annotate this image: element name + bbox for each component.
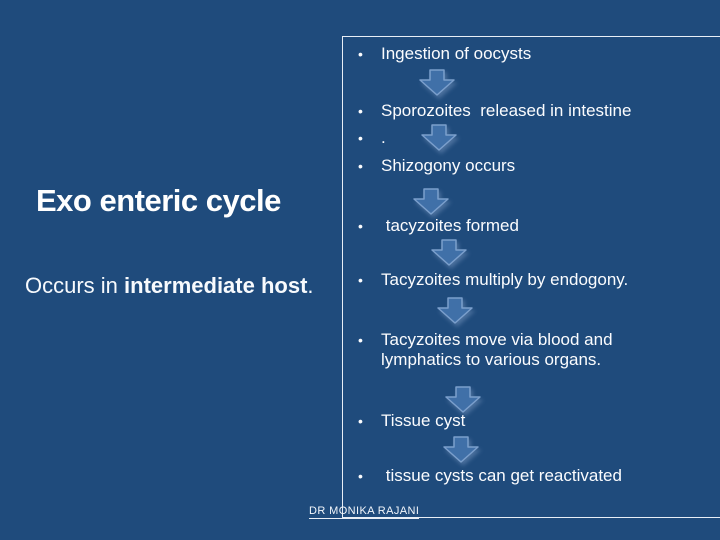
bullet-marker: • xyxy=(358,413,363,429)
down-arrow-icon xyxy=(413,188,449,215)
bullet-marker: • xyxy=(358,468,363,484)
bullet-text: Tacyzoites move via blood and lymphatics… xyxy=(381,330,613,369)
bullet-marker: • xyxy=(358,130,363,146)
bullet-text: Tissue cyst xyxy=(381,411,466,430)
down-arrow-icon xyxy=(421,124,457,151)
bullet-item: • Tissue cyst xyxy=(343,411,720,431)
content-panel: • Ingestion of oocysts • Sporozoites rel… xyxy=(342,36,720,518)
bullet-marker: • xyxy=(358,103,363,119)
bullet-item: • tissue cysts can get reactivated xyxy=(343,466,720,486)
bullet-item: • tacyzoites formed xyxy=(343,216,720,236)
bullet-item: • Shizogony occurs xyxy=(343,156,720,176)
bullet-marker: • xyxy=(358,158,363,174)
bullet-item: • Tacyzoites multiply by endogony. xyxy=(343,270,720,290)
bullet-text: Tacyzoites multiply by endogony. xyxy=(381,270,629,289)
down-arrow-icon xyxy=(419,69,455,96)
subtitle-bold: intermediate host xyxy=(124,273,308,298)
slide-subtitle: Occurs in intermediate host. xyxy=(25,273,314,298)
bullet-item: • Ingestion of oocysts xyxy=(343,44,720,64)
bullet-text: . xyxy=(381,128,386,147)
footer-credit: DR MONIKA RAJANI xyxy=(309,505,420,519)
down-arrow-icon xyxy=(437,297,473,324)
bullet-marker: • xyxy=(358,218,363,234)
down-arrow-icon xyxy=(443,436,479,463)
bullet-text: Ingestion of oocysts xyxy=(381,44,532,63)
bullet-item: • Tacyzoites move via blood and lymphati… xyxy=(343,330,720,370)
bullet-marker: • xyxy=(358,272,363,288)
bullet-text: tissue cysts can get reactivated xyxy=(381,466,622,485)
slide-title: Exo enteric cycle xyxy=(36,183,281,218)
down-arrow-icon xyxy=(445,386,481,413)
bullet-marker: • xyxy=(358,332,363,348)
down-arrow-icon xyxy=(431,239,467,266)
bullet-item: • Sporozoites released in intestine xyxy=(343,101,720,121)
subtitle-prefix: Occurs in xyxy=(25,273,125,298)
bullet-text: Shizogony occurs xyxy=(381,156,516,175)
bullet-item: • . xyxy=(343,128,720,148)
subtitle-suffix: . xyxy=(307,273,314,298)
bullet-text: Sporozoites released in intestine xyxy=(381,101,632,120)
bullet-marker: • xyxy=(358,46,363,62)
bullet-text: tacyzoites formed xyxy=(381,216,519,235)
